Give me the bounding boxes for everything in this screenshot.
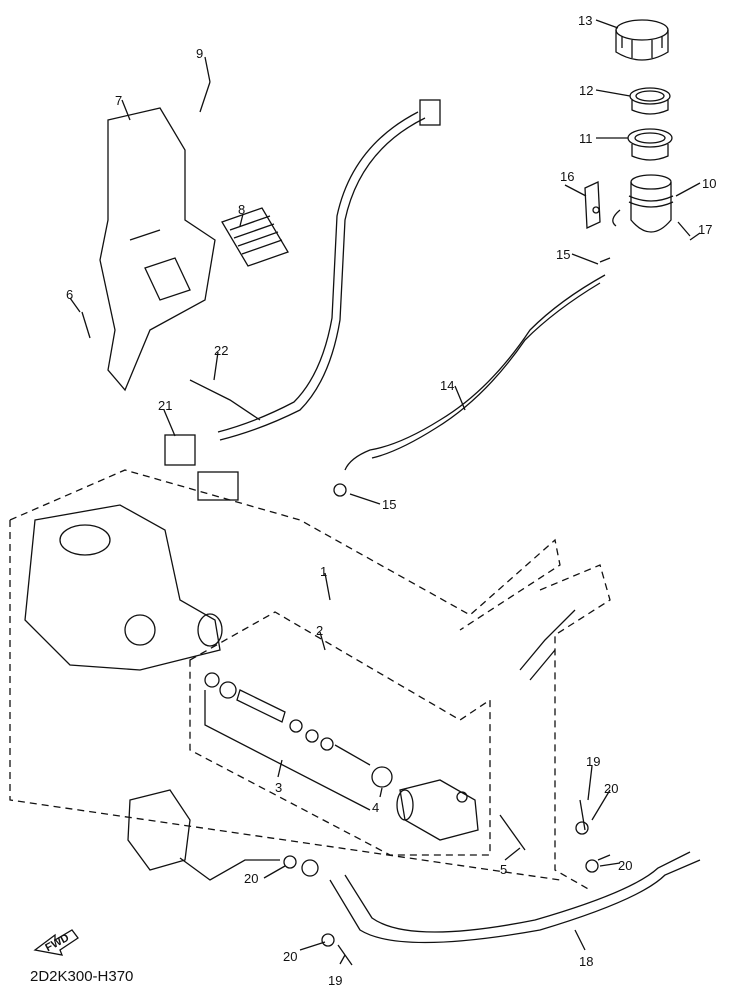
reservoir-hose xyxy=(344,274,606,471)
reservoir-diaphragm-plate xyxy=(629,87,671,115)
callout-19: 19 xyxy=(328,973,343,988)
callout-10: 10 xyxy=(702,176,717,191)
assembly-outline-1 xyxy=(9,469,561,881)
clutch-actuator xyxy=(24,504,223,671)
o-ring-4 xyxy=(371,766,393,788)
slave-cylinder xyxy=(396,779,479,841)
coupler-actuator xyxy=(197,471,239,501)
callout-18: 18 xyxy=(579,954,594,969)
callout-2: 2 xyxy=(316,623,324,638)
hose-clamp-upper xyxy=(599,257,611,263)
reservoir-cap xyxy=(615,19,669,61)
reservoir-diaphragm xyxy=(627,128,673,161)
bolt-5 xyxy=(499,814,526,851)
bleed-fitting xyxy=(519,609,576,681)
assembly-outline-2 xyxy=(189,611,491,856)
hose-clamp-lower xyxy=(333,483,347,497)
callout-9: 9 xyxy=(196,46,204,61)
connector-upper xyxy=(419,99,441,126)
reservoir-bracket xyxy=(584,181,601,229)
callout-6: 6 xyxy=(66,287,74,302)
bracket xyxy=(99,107,216,392)
bolt-9 xyxy=(199,81,211,113)
reservoir-tank xyxy=(612,174,674,233)
engine-fitting xyxy=(127,789,280,881)
callout-3: 3 xyxy=(275,780,283,795)
callout-15: 15 xyxy=(382,497,397,512)
clutch-hose xyxy=(329,851,701,944)
union-bolt-upper xyxy=(579,799,611,861)
callout-22: 22 xyxy=(214,343,229,358)
assembly-outline-3 xyxy=(539,564,611,891)
callout-16: 16 xyxy=(560,169,575,184)
regulator xyxy=(221,207,289,267)
screw-17 xyxy=(677,221,691,237)
cable-tie-22 xyxy=(189,379,261,421)
wire-harness xyxy=(217,111,426,441)
callout-7: 7 xyxy=(115,93,123,108)
callout-20: 20 xyxy=(283,949,298,964)
callout-8: 8 xyxy=(238,202,246,217)
fwd-arrow-icon xyxy=(33,929,79,956)
callout-20: 20 xyxy=(618,858,633,873)
coupler-21 xyxy=(164,434,196,466)
washer-20 xyxy=(283,855,297,869)
callout-12: 12 xyxy=(579,83,594,98)
callout-20: 20 xyxy=(244,871,259,886)
callout-21: 21 xyxy=(158,398,173,413)
bolt-6 xyxy=(81,311,91,339)
callout-14: 14 xyxy=(440,378,455,393)
callout-5: 5 xyxy=(500,862,508,877)
callout-1: 1 xyxy=(320,564,328,579)
callout-13: 13 xyxy=(578,13,593,28)
callout-19: 19 xyxy=(586,754,601,769)
callout-4: 4 xyxy=(372,800,380,815)
callout-17: 17 xyxy=(698,222,713,237)
callout-15: 15 xyxy=(556,247,571,262)
callout-11: 11 xyxy=(579,131,593,146)
piston-kit xyxy=(204,672,371,811)
callout-20: 20 xyxy=(604,781,619,796)
drawing-code: 2D2K300-H370 xyxy=(30,968,134,985)
